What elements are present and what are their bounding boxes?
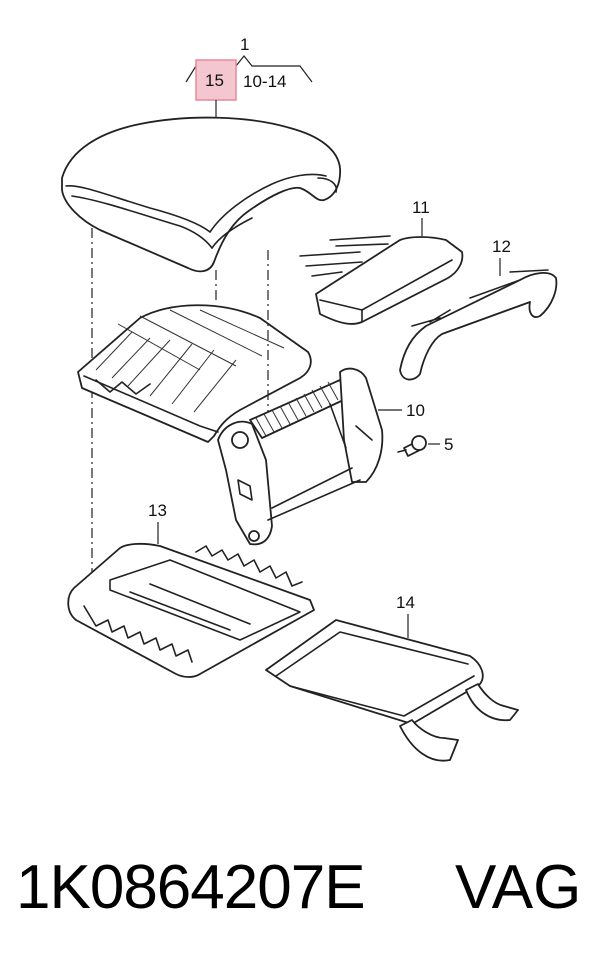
callout-1: 1 [240,35,249,54]
hinge-assembly-part-10: 10 5 [77,250,453,546]
parts-diagram: 1 15 10-14 11 12 10 [61,35,558,762]
callout-5: 5 [444,435,453,454]
tray-insert-part-13: 13 [67,501,315,678]
callout-12: 12 [492,237,511,256]
drawer-part-14: 14 [265,593,519,762]
callout-15: 15 [205,71,224,90]
callout-group-1: 1 15 10-14 [185,35,313,118]
callout-11: 11 [412,198,430,217]
brand-label: VAG [455,853,582,922]
callout-13: 13 [148,501,167,520]
callout-14: 14 [396,593,415,612]
part-number: 1K0864207E [16,853,366,922]
trim-part-12: 12 [399,237,558,381]
armrest-lid-part [61,116,341,590]
callout-15-highlight[interactable] [195,59,237,101]
callout-10: 10 [406,401,425,420]
screw-part-5 [397,435,427,457]
footer: 1K0864207E VAG [0,852,600,952]
callout-10-14: 10-14 [243,72,286,91]
cover-part-11: 11 [299,198,464,325]
